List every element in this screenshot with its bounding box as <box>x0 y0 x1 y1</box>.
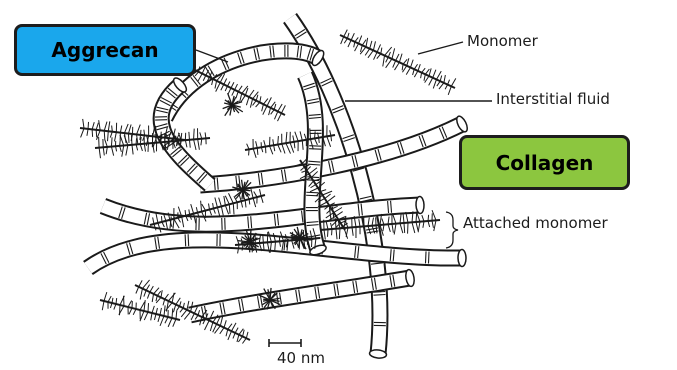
collagen-fibril <box>88 234 466 268</box>
attached-monomer-callout: Attached monomer <box>463 214 608 232</box>
collagen-label: Collagen <box>459 135 630 190</box>
scale-bar <box>269 339 301 347</box>
scale-bar-label: 40 nm <box>277 349 325 367</box>
monomer-callout: Monomer <box>467 32 538 50</box>
collagen-fibril <box>200 115 469 190</box>
collagen-fibril <box>155 76 210 185</box>
attachment-points <box>223 93 312 309</box>
aggrecan-label: Aggrecan <box>14 24 196 76</box>
monomer-leader-line <box>418 42 463 54</box>
attached-monomer-bracket <box>446 212 458 248</box>
aggrecan-monomer <box>340 30 456 95</box>
attachment-point <box>223 93 243 116</box>
aggrecan-monomer <box>100 292 180 327</box>
interstitial-fluid-callout: Interstitial fluid <box>496 90 610 108</box>
